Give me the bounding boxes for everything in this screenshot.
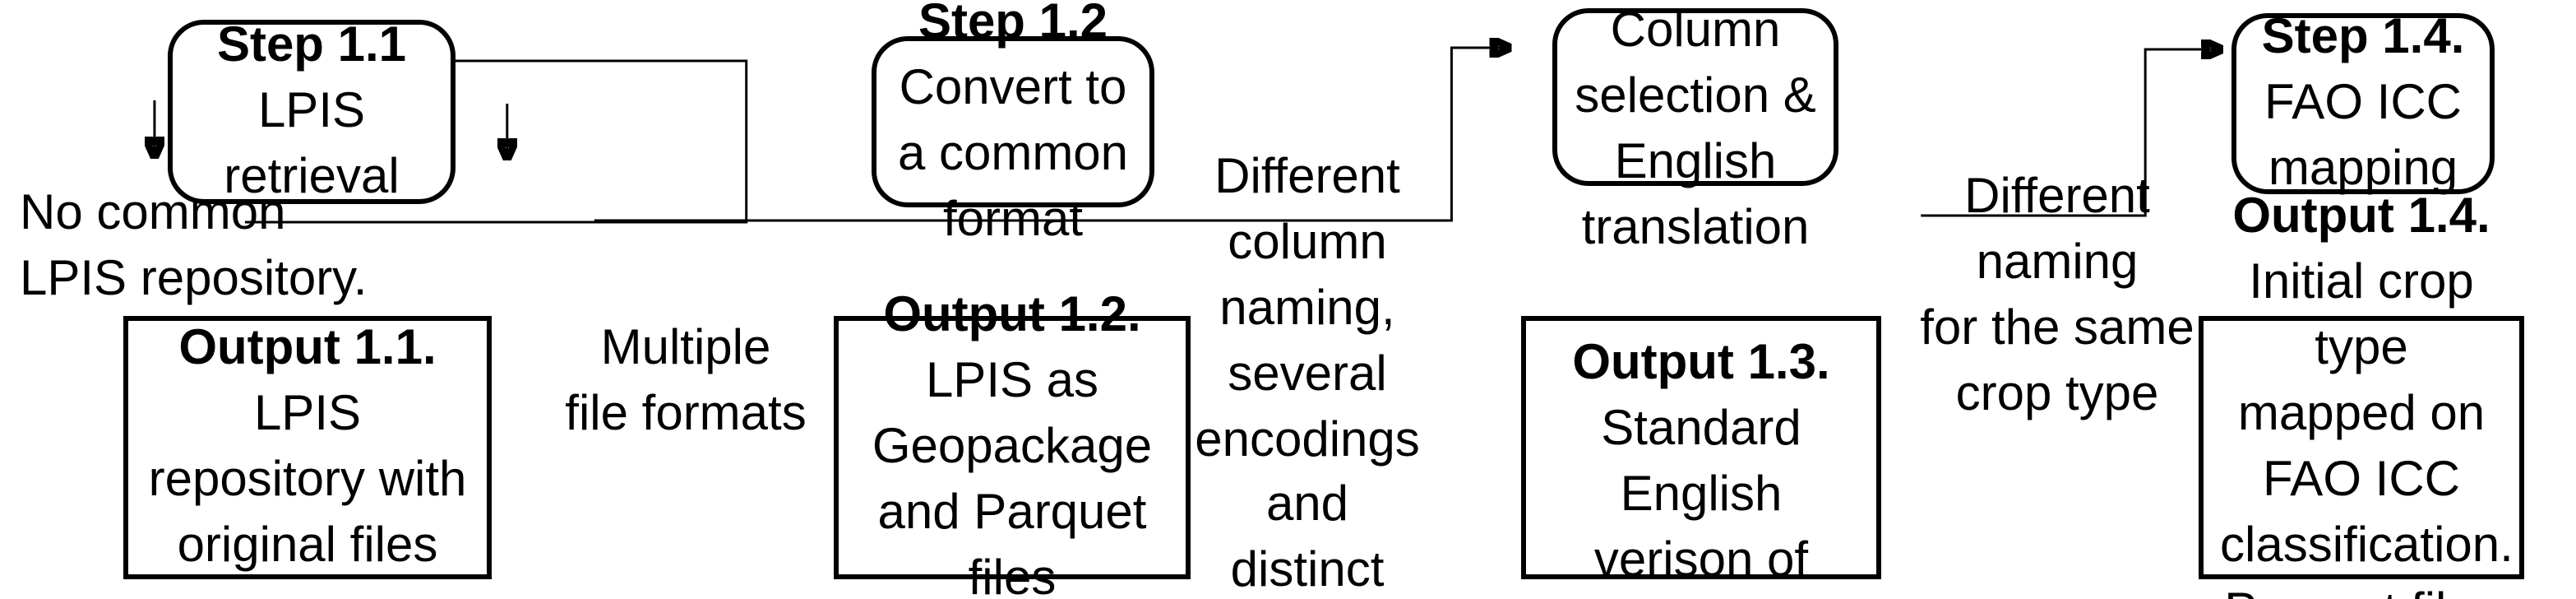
node-output-1-1-heading: Output 1.1.	[178, 321, 437, 376]
node-output-1-3-body: Standard English verison of LPIS data. E…	[1586, 401, 1816, 599]
node-step-1-3[interactable]: Step 1.3 Column selection & English tran…	[1552, 3, 1838, 255]
node-step-1-1-heading: Step 1.1	[216, 18, 407, 73]
edge-label-multiple-file-formats: Multiple file formats	[565, 321, 807, 441]
node-step-1-2-heading: Step 1.2	[918, 0, 1108, 50]
node-step-1-3-body: Column selection & English translation	[1575, 3, 1816, 255]
edge-label-no-common-repository: No common LPIS repository.	[20, 186, 368, 306]
node-step-1-2[interactable]: Step 1.2 Convert to a common format	[872, 0, 1154, 247]
node-output-1-3[interactable]: Output 1.3. Standard English verison of …	[1521, 316, 1881, 599]
node-output-1-3-heading: Output 1.3.	[1572, 336, 1830, 390]
node-output-1-4[interactable]: Output 1.4. Initial crop type mapped on …	[2199, 190, 2524, 599]
node-output-1-2-body: LPIS as Geopackage and Parquet files	[872, 354, 1153, 599]
node-output-1-4-body: Initial crop type mapped on FAO ICC clas…	[2220, 255, 2514, 599]
edge-label-different-column-naming: Different column naming, several encodin…	[1195, 150, 1420, 598]
node-output-1-4-heading: Output 1.4.	[2232, 189, 2490, 244]
node-step-1-4-heading: Step 1.4.	[2261, 10, 2465, 65]
edge-label-different-naming-crop-type: Different naming for the same crop type	[1920, 169, 2194, 421]
node-step-1-1-body: LPIS retrieval	[224, 84, 400, 204]
node-step-1-2-body: Convert to a common format	[897, 61, 1129, 247]
node-output-1-2[interactable]: Output 1.2. LPIS as Geopackage and Parqu…	[834, 289, 1191, 599]
node-step-1-4-body: FAO ICC mapping	[2264, 76, 2462, 196]
node-output-1-1[interactable]: Output 1.1. LPIS repository with origina…	[123, 316, 492, 579]
node-step-1-1[interactable]: Step 1.1 LPIS retrieval	[168, 18, 456, 204]
node-step-1-4[interactable]: Step 1.4. FAO ICC mapping	[2231, 10, 2495, 196]
node-output-1-1-body: LPIS repository with original files	[148, 387, 467, 573]
node-output-1-2-heading: Output 1.2.	[883, 288, 1141, 343]
